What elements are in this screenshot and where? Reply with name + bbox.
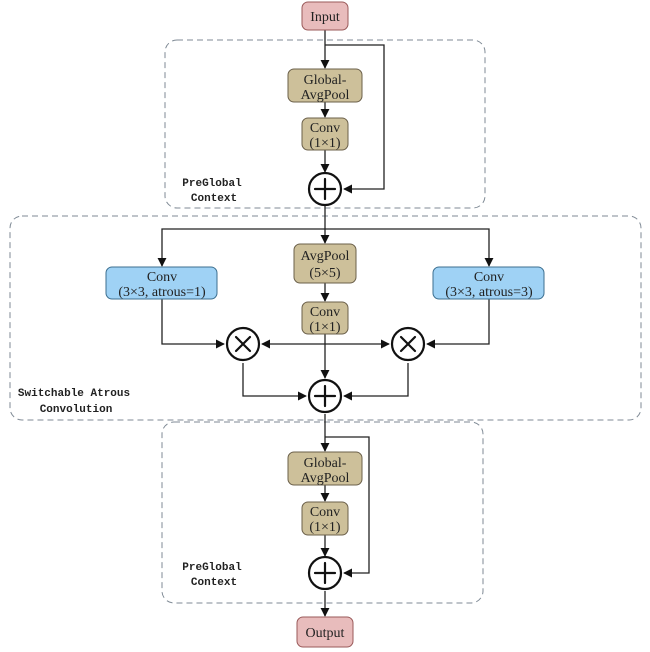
- conv-1x1-bottom-node: Conv (1×1): [301, 501, 349, 536]
- edge-left-conv-to-mul: [161, 299, 225, 349]
- edge-skip-top: [325, 44, 385, 194]
- conv-1x1-top-line2: (1×1): [309, 136, 341, 151]
- plus-icon: [313, 561, 337, 585]
- group-label-pre-global-bottom-line2: Context: [191, 577, 237, 589]
- input-node-box: [301, 1, 349, 31]
- conv-1x1-mid-node: Conv (1×1): [301, 301, 349, 335]
- conv-1x1-mid-line2: (1×1): [309, 320, 341, 335]
- avgpool-5x5-line1: AvgPool: [301, 249, 350, 264]
- global-avgpool-bottom-node: Global- AvgPool: [287, 451, 363, 486]
- global-avgpool-bottom-box: [287, 451, 363, 486]
- edge-right-conv-to-mul: [426, 299, 490, 349]
- edge-mul-left-to-add: [242, 363, 307, 401]
- input-node: Input: [301, 1, 349, 31]
- conv-atrous-1-node: Conv (3×3, atrous=1): [105, 266, 218, 300]
- multiply-operator-right: [390, 326, 426, 362]
- global-avgpool-top-line1: Global-: [304, 73, 347, 88]
- conv-1x1-top-node: Conv (1×1): [301, 117, 349, 151]
- input-node-label: Input: [310, 10, 340, 25]
- plus-icon: [313, 384, 337, 408]
- global-avgpool-top-box: [287, 68, 363, 103]
- conv-atrous-3-node: Conv (3×3, atrous=3): [432, 266, 545, 300]
- conv-1x1-mid-line1: Conv: [310, 305, 340, 320]
- output-node-label: Output: [306, 626, 345, 641]
- conv-atrous-3-box: [432, 266, 545, 300]
- output-node: Output: [296, 616, 354, 648]
- global-avgpool-bottom-line2: AvgPool: [301, 471, 350, 486]
- edge-skip-bottom: [325, 436, 370, 578]
- multiply-operator-left: [225, 326, 261, 362]
- multiply-icon: [234, 335, 252, 353]
- add-operator-top: [307, 171, 343, 207]
- avgpool-5x5-box: [293, 243, 357, 284]
- edge-branch-right: [325, 228, 494, 267]
- conv-1x1-top-box: [301, 117, 349, 151]
- conv-atrous-3-line2: (3×3, atrous=3): [445, 285, 533, 300]
- group-label-pre-global-top-line2: Context: [191, 193, 237, 205]
- conv-atrous-1-box: [105, 266, 218, 300]
- conv-1x1-mid-box: [301, 301, 349, 335]
- add-operator-bottom: [307, 555, 343, 591]
- edge-mul-right-to-add: [343, 363, 409, 401]
- conv-1x1-top-line1: Conv: [310, 121, 340, 136]
- conv-atrous-3-line1: Conv: [474, 270, 504, 285]
- avgpool-5x5-node: AvgPool (5×5): [293, 243, 357, 284]
- global-avgpool-top-node: Global- AvgPool: [287, 68, 363, 103]
- output-node-box: [296, 616, 354, 648]
- group-label-pre-global-top-line1: PreGlobal: [182, 178, 242, 190]
- avgpool-5x5-line2: (5×5): [309, 266, 341, 281]
- conv-1x1-bottom-line1: Conv: [310, 505, 340, 520]
- group-label-switchable-line1: Switchable Atrous: [18, 388, 130, 400]
- conv-atrous-1-line1: Conv: [147, 270, 177, 285]
- global-avgpool-top-line2: AvgPool: [301, 88, 350, 103]
- edge-branch-left: [157, 228, 325, 267]
- group-label-switchable-line2: Convolution: [40, 404, 113, 416]
- plus-icon: [313, 177, 337, 201]
- group-label-pre-global-bottom-line1: PreGlobal: [182, 562, 242, 574]
- multiply-icon: [399, 335, 417, 353]
- conv-1x1-bottom-line2: (1×1): [309, 520, 341, 535]
- conv-1x1-bottom-box: [301, 501, 349, 536]
- global-avgpool-bottom-line1: Global-: [304, 456, 347, 471]
- add-operator-mid: [307, 378, 343, 414]
- conv-atrous-1-line2: (3×3, atrous=1): [118, 285, 206, 300]
- group-box-pre-global-bottom: [161, 421, 484, 604]
